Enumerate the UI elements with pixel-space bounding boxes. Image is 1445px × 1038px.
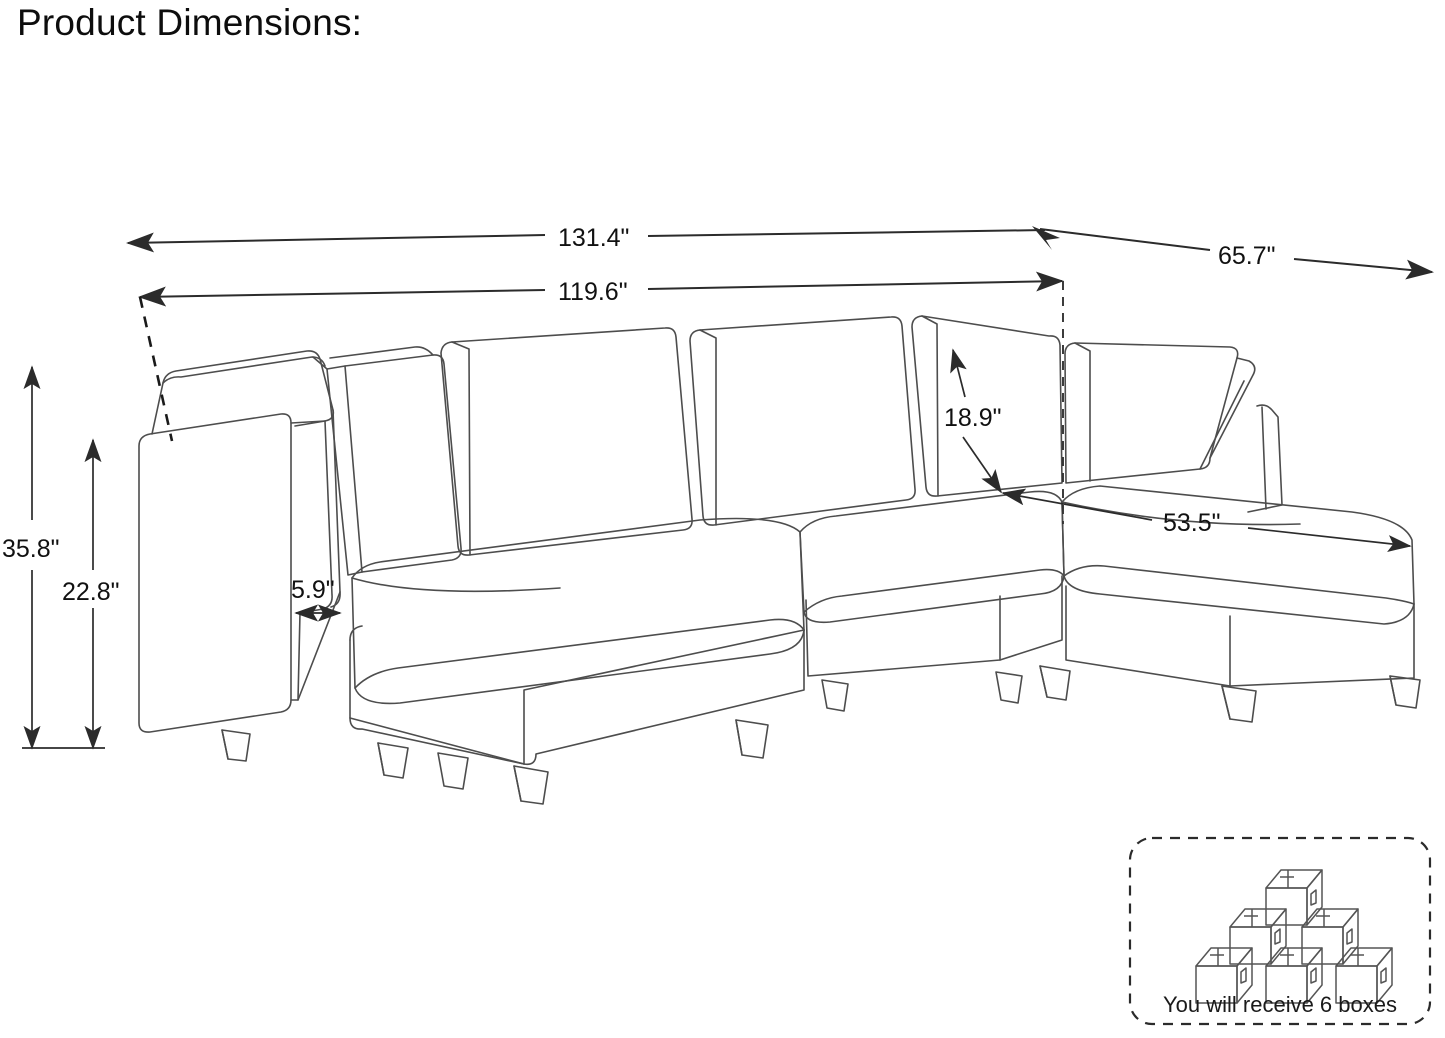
page-title: Product Dimensions: [17,2,363,43]
boxes-legend-caption: You will receive 6 boxes [1163,992,1397,1017]
dimension-label-overall-height: 35.8" [2,535,60,563]
dimension-overall-width: 131.4" [126,224,1046,253]
dimension-label-armrest-width: 5.9" [291,576,335,604]
dimension-label-seat-height: 22.8" [62,578,120,606]
sofa-left-armrest [138,350,341,733]
box-bottom-middle [1265,947,1323,1004]
dimension-label-chaise-depth: 53.5" [1163,509,1221,537]
dimension-label-side-depth: 65.7" [1218,242,1276,270]
sofa-seat-middle [799,490,1065,624]
dimension-label-back-cushion-height: 18.9" [944,404,1002,432]
dimension-side-depth: 65.7" [1032,226,1434,280]
boxes-legend: You will receive 6 boxes [1128,836,1432,1026]
sofa-illustration [138,315,1421,805]
extension-line-left [138,296,174,442]
boxes-stack-illustration [1195,869,1393,1004]
box-middle-left [1229,908,1287,965]
sofa-seat-left-chaise [351,517,805,705]
box-bottom-right [1335,947,1393,1004]
sofa-left-chaise-base [349,625,805,766]
dimension-label-overall-width: 131.4" [558,224,629,252]
sofa-back-cushion-3 [689,316,916,526]
dimension-chaise-depth: 53.5" [1001,488,1412,553]
sofa-back-cushion-4 [911,315,1063,497]
sofa-back-cushion-2 [440,327,693,556]
sofa-right-side-panel [1247,404,1283,513]
dimension-label-inner-width: 119.6" [558,278,628,306]
dimension-armrest-width: 5.9" [291,576,342,622]
sofa-right-chaise-base [1065,585,1415,687]
sofa-middle-base [805,575,1063,677]
sofa-legs [221,665,1421,805]
sofa-back-cushion-5 [1064,342,1256,484]
boxes-legend-frame [1128,836,1432,1026]
dimension-back-cushion-height: 18.9" [944,348,1002,494]
box-bottom-left [1195,947,1253,1004]
dimension-seat-height: 22.8" [62,438,120,750]
box-top [1265,869,1323,926]
dimension-overall-height: 35.8" [2,365,60,750]
dimension-inner-width: 119.6" [138,271,1064,307]
sofa-seat-right-chaise [1061,485,1415,625]
box-middle-right [1301,908,1359,965]
